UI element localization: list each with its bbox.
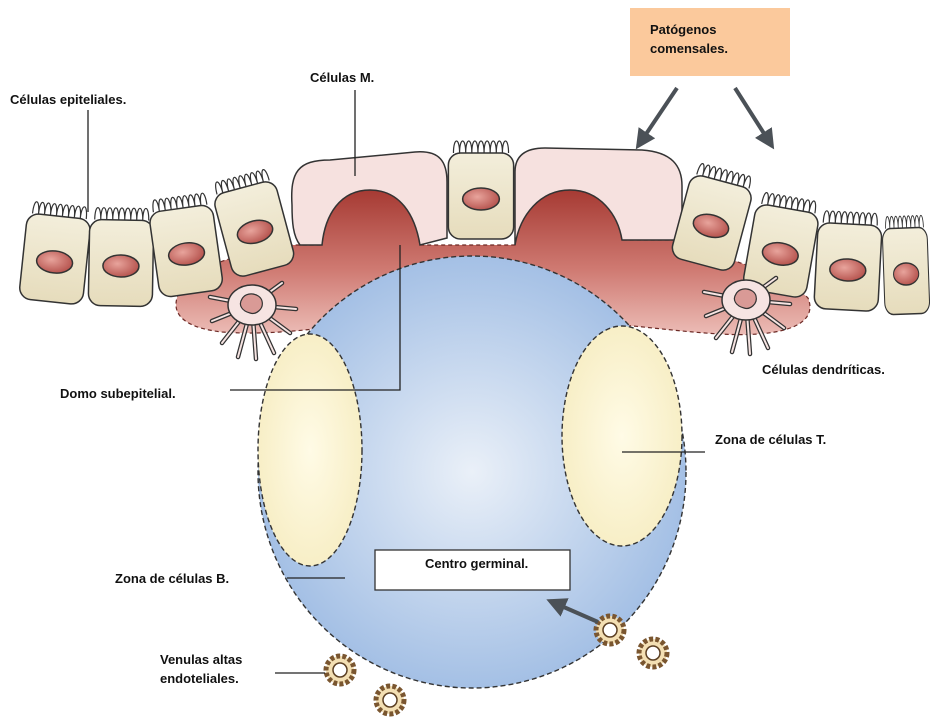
venule-icon [326,656,354,684]
m-cells-label: Células M. [310,70,374,85]
venules-label-line1: Venulas altas [160,652,242,667]
epithelial-cell [88,207,154,306]
epithelial-cell [147,192,224,298]
epithelial-cells-label: Células epiteliales. [10,92,126,107]
epithelial-cell [448,141,513,239]
venules-label-line2: endoteliales. [160,671,239,686]
pathogen-arrow-right [735,88,772,146]
epithelial-cell [814,210,883,311]
pathogen-arrow-left [638,88,677,146]
subepithelial-dome-label: Domo subepitelial. [60,386,176,401]
t-cell-zone-label: Zona de células T. [715,432,826,447]
epithelial-cell [670,162,757,273]
venule-icon [376,686,404,714]
t-cell-zone-left [258,334,362,566]
pathogens-label-line1: Patógenos [650,22,716,37]
germinal-center-label: Centro germinal. [425,556,528,571]
pathogens-label-line2: comensales. [650,41,728,56]
epithelial-cell [882,215,930,315]
venule-icon [596,616,624,644]
b-cell-zone-label: Zona de células B. [115,571,229,586]
dendritic-cells-label: Células dendríticas. [762,362,885,377]
t-cell-zone-right [562,326,682,546]
venule-icon [639,639,667,667]
epithelial-cell [19,201,93,305]
